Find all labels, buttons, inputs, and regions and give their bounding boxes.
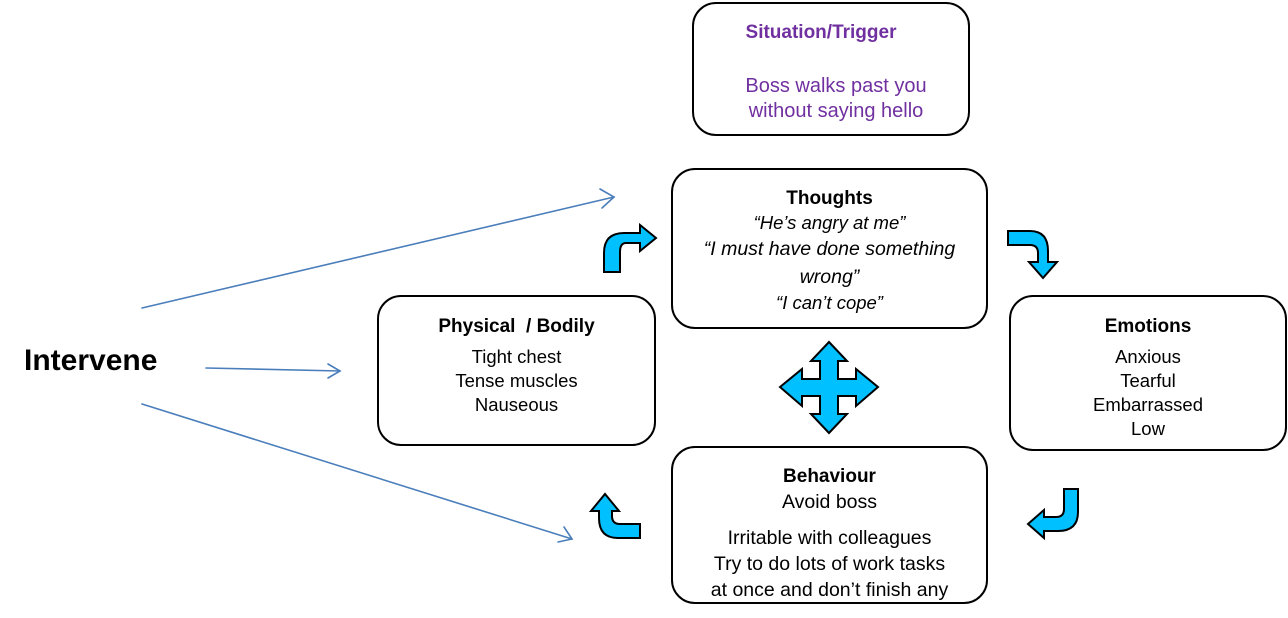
thoughts-title: Thoughts: [786, 188, 873, 209]
emotion-line: Embarrassed: [1092, 394, 1203, 415]
intervene-arrow-to-thoughts: [141, 188, 616, 309]
curved-arrow-behaviour-to-physical-icon: [588, 492, 641, 539]
thought-line: wrong”: [799, 266, 860, 288]
four-way-arrow-icon: [778, 340, 880, 435]
situation-line: Boss walks past you: [745, 75, 927, 97]
emotions-box: Emotions Anxious Tearful Embarrassed Low: [1009, 295, 1287, 451]
physical-line: Tight chest: [471, 346, 562, 367]
curved-arrow-thoughts-to-emotions-icon: [1007, 230, 1060, 280]
behaviour-line: at once and don’t finish any: [710, 579, 949, 601]
behaviour-line: Avoid boss: [781, 491, 878, 513]
emotion-line: Tearful: [1120, 370, 1176, 391]
thought-line: “He’s angry at me”: [753, 212, 906, 233]
intervene-label: Intervene: [24, 344, 158, 377]
curved-arrow-physical-to-thoughts-icon: [603, 222, 658, 273]
intervene-arrow-to-physical: [205, 363, 342, 379]
situation-title: Situation/Trigger: [745, 22, 897, 43]
emotions-title: Emotions: [1104, 316, 1192, 337]
physical-bodily-box: Physical / Bodily Tight chest Tense musc…: [377, 295, 656, 446]
behaviour-line: Irritable with colleagues: [727, 527, 932, 549]
behaviour-title: Behaviour: [783, 466, 876, 487]
physical-line: Tense muscles: [455, 370, 578, 391]
thought-line: “I can’t cope”: [776, 292, 883, 313]
intervene-arrow-to-behaviour: [141, 403, 574, 543]
physical-line: Nauseous: [474, 394, 559, 415]
emotion-line: Anxious: [1115, 346, 1181, 367]
emotion-line: Low: [1131, 418, 1165, 439]
physical-title: Physical / Bodily: [438, 316, 595, 337]
thoughts-box: Thoughts “He’s angry at me” “I must have…: [671, 168, 988, 329]
situation-line: without saying hello: [748, 100, 924, 122]
thought-line: “I must have done something: [703, 238, 956, 260]
situation-trigger-box: Situation/Trigger Boss walks past you wi…: [692, 2, 970, 136]
behaviour-box: Behaviour Avoid boss Irritable with coll…: [671, 446, 988, 604]
curved-arrow-emotions-to-behaviour-icon: [1026, 488, 1079, 541]
behaviour-line: Try to do lots of work tasks: [713, 553, 946, 575]
